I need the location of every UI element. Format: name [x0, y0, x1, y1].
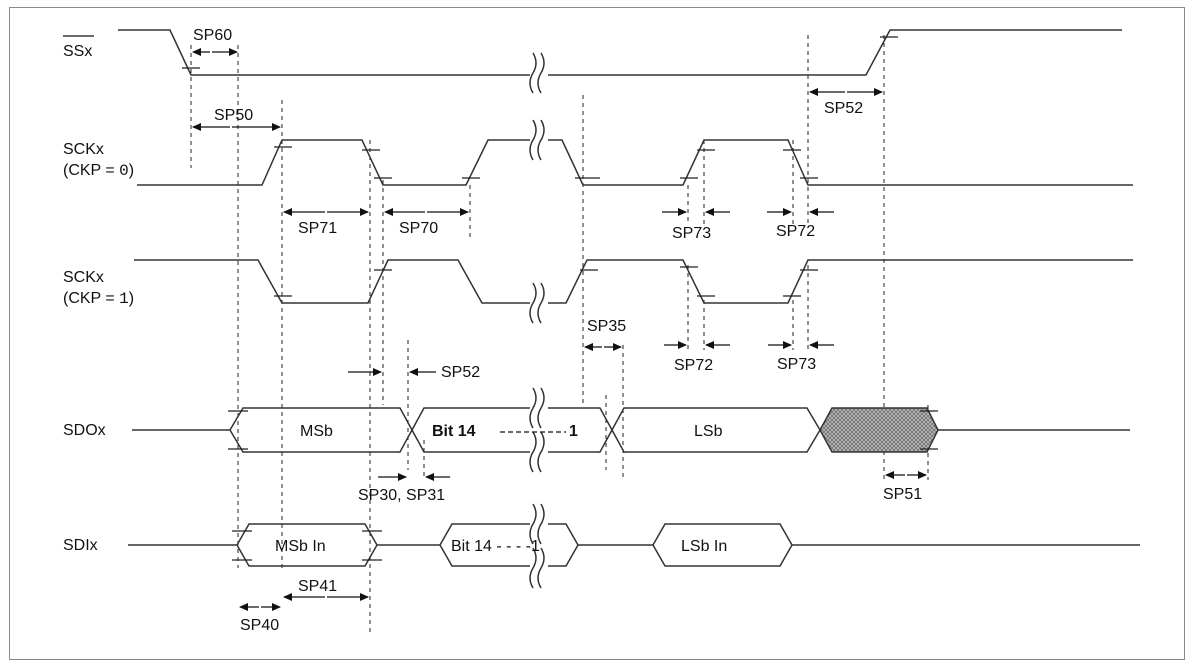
ssx-waveform	[118, 29, 1122, 94]
sck1-mode-label: (CKP = 1)	[63, 290, 134, 308]
sck1-name-label: SCKx	[63, 269, 104, 286]
sdi-bit-range-label: Bit 14 - - - -1	[451, 538, 540, 555]
timing-labels: SP60 SP50 SP52 SP71 SP70 SP73 SP72 SP35 …	[193, 27, 922, 634]
sck0-mode-label: (CKP = 0)	[63, 162, 134, 180]
sck-ckp1-waveform	[134, 259, 1133, 324]
sp71-label: SP71	[298, 220, 337, 237]
sp73-bottom-label: SP73	[777, 356, 816, 373]
signal-labels: SSx SCKx (CKP = 0) SCKx (CKP = 1) SDOx S…	[63, 35, 134, 554]
sdi-lsb-label: LSb In	[681, 538, 727, 555]
sdo-bit14-label: Bit 14	[432, 423, 476, 440]
sp60-label: SP60	[193, 27, 232, 44]
sp51-label: SP51	[883, 486, 922, 503]
sp72-bottom-label: SP72	[674, 357, 713, 374]
diagram-frame	[9, 7, 1185, 660]
sck0-name-label: SCKx	[63, 141, 104, 158]
sp35-label: SP35	[587, 318, 626, 335]
sp50-label: SP50	[214, 107, 253, 124]
sdi-msb-label: MSb In	[275, 538, 326, 555]
sck-ckp0-waveform	[137, 119, 1133, 186]
timing-arrows	[192, 48, 927, 611]
sp30-sp31-label: SP30, SP31	[358, 487, 445, 504]
sdix-label: SDIx	[63, 537, 98, 554]
sdo-bit1-label: 1	[569, 423, 578, 440]
data-cell-labels: MSb Bit 14 1 LSb MSb In Bit 14 - - - -1 …	[275, 423, 727, 555]
sdox-waveform	[132, 387, 1130, 473]
sp70-label: SP70	[399, 220, 438, 237]
sdo-lsb-label: LSb	[694, 423, 723, 440]
sdix-waveform	[128, 503, 1140, 589]
sp52-top-label: SP52	[824, 100, 863, 117]
sp73-top-label: SP73	[672, 225, 711, 242]
sp40-label: SP40	[240, 617, 279, 634]
reference-lines	[190, 35, 929, 632]
ssx-label: SSx	[63, 43, 92, 60]
sp52-mid-label: SP52	[441, 364, 480, 381]
sp72-top-label: SP72	[776, 223, 815, 240]
sdox-label: SDOx	[63, 422, 106, 439]
sp41-label: SP41	[298, 578, 337, 595]
sdo-msb-label: MSb	[300, 423, 333, 440]
